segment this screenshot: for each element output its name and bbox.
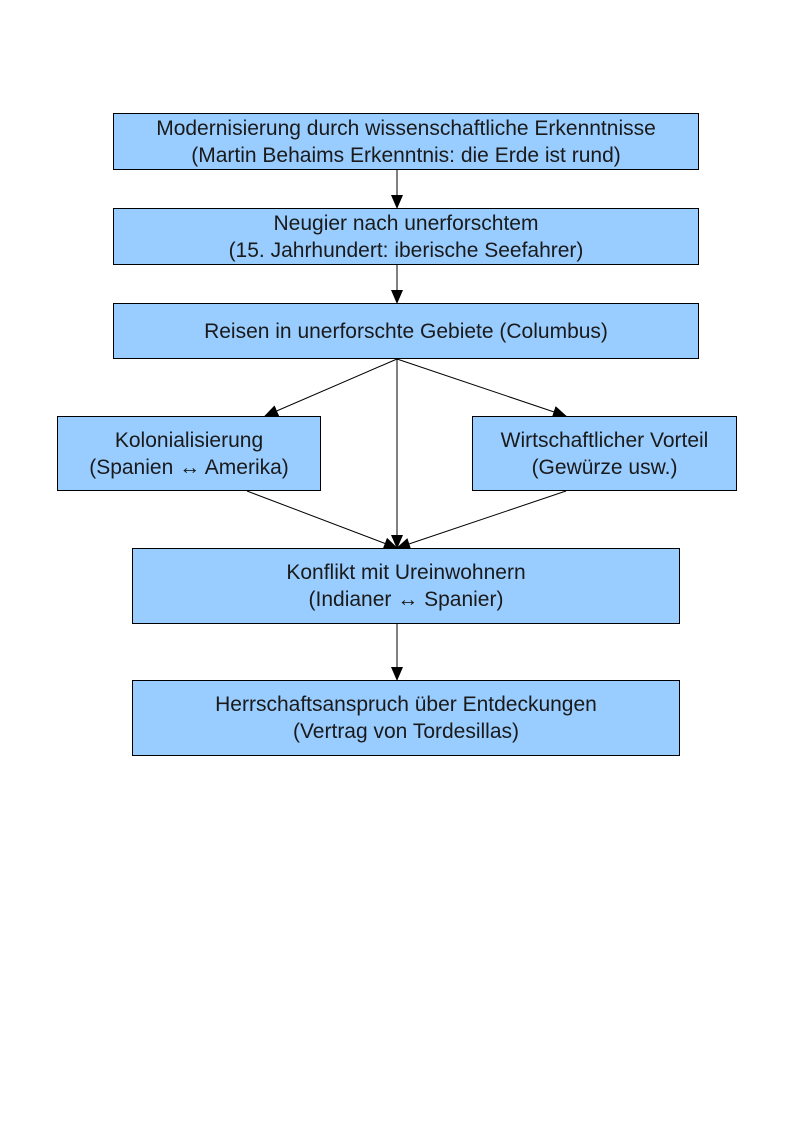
box-wirtschaftlicher-vorteil-line2: (Gewürze usw.) xyxy=(531,455,678,479)
arrow-n4-to-n6 xyxy=(246,490,398,549)
box-neugier-line1: Neugier nach unerforschtem xyxy=(273,211,539,235)
box-konflikt-line2: (Indianer ↔ Spanier) xyxy=(308,588,504,611)
box-konflikt: Konflikt mit Ureinwohnern (Indianer ↔ Sp… xyxy=(132,548,680,624)
box-wirtschaftlicher-vorteil-line1: Wirtschaftlicher Vorteil xyxy=(500,428,709,452)
box-reisen-line1: Reisen in unerforschte Gebiete (Columbus… xyxy=(204,319,608,343)
box-konflikt-line1: Konflikt mit Ureinwohnern xyxy=(286,561,526,584)
box-herrschaftsanspruch-line1: Herrschaftsanspruch über Entdeckungen xyxy=(215,693,597,716)
box-neugier-line2: (15. Jahrhundert: iberische Seefahrer) xyxy=(228,238,584,262)
box-kolonialisierung-line1: Kolonialisierung xyxy=(114,428,264,452)
arrow-n3-to-n5 xyxy=(396,358,567,418)
arrow-n3-to-n4 xyxy=(264,358,398,417)
box-modernisierung-line2: (Martin Behaims Erkenntnis: die Erde ist… xyxy=(191,143,621,167)
arrow-n5-to-n6 xyxy=(396,490,567,550)
box-modernisierung-line1: Modernisierung durch wissenschaftliche E… xyxy=(156,116,656,140)
box-wirtschaftlicher-vorteil: Wirtschaftlicher Vorteil (Gewürze usw.) xyxy=(472,416,737,491)
box-reisen: Reisen in unerforschte Gebiete (Columbus… xyxy=(113,303,699,359)
box-herrschaftsanspruch: Herrschaftsanspruch über Entdeckungen (V… xyxy=(132,680,680,756)
box-kolonialisierung: Kolonialisierung (Spanien ↔ Amerika) xyxy=(57,416,321,491)
box-herrschaftsanspruch-line2: (Vertrag von Tordesillas) xyxy=(292,720,520,743)
box-neugier: Neugier nach unerforschtem (15. Jahrhund… xyxy=(113,208,699,265)
box-modernisierung: Modernisierung durch wissenschaftliche E… xyxy=(113,113,699,170)
box-kolonialisierung-line2: (Spanien ↔ Amerika) xyxy=(89,455,289,479)
